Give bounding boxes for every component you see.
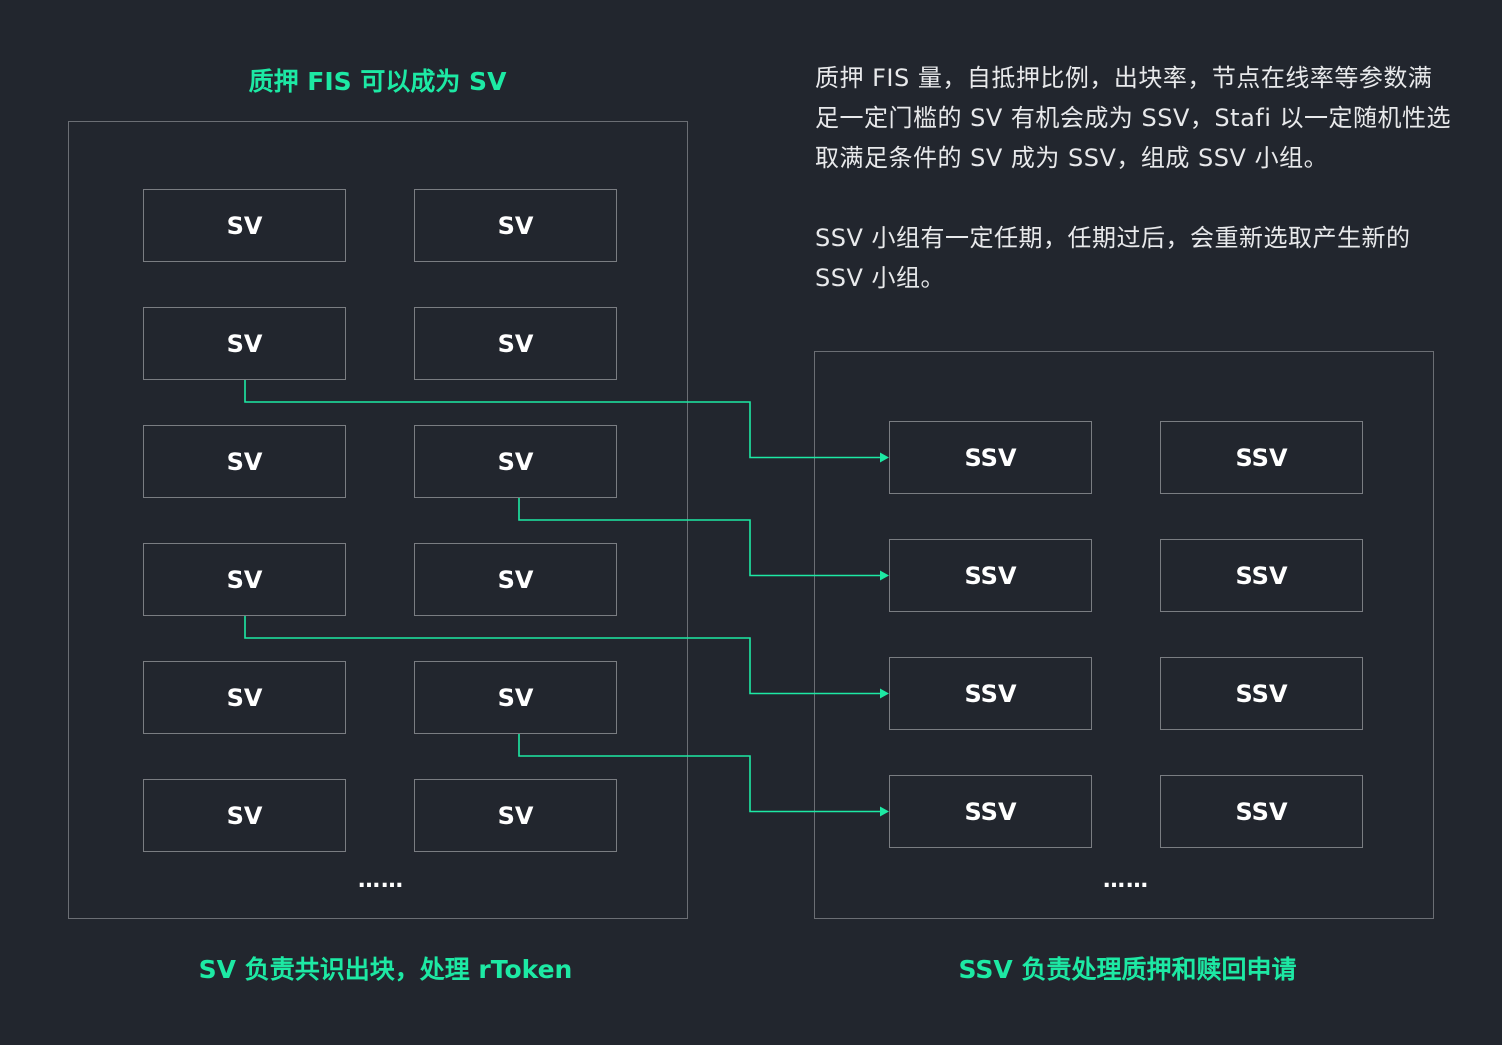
ssv-node: SSV <box>1160 539 1363 612</box>
sv-node: SV <box>414 543 617 616</box>
ssv-node: SSV <box>889 657 1092 730</box>
ssv-panel-caption: SSV 负责处理质押和赎回申请 <box>958 955 1297 984</box>
ssv-node: SSV <box>889 775 1092 848</box>
sv-node: SV <box>143 543 346 616</box>
sv-node: SV <box>414 307 617 380</box>
sv-panel-title: 质押 FIS 可以成为 SV <box>248 67 507 96</box>
sv-node: SV <box>414 779 617 852</box>
sv-panel-caption: SV 负责共识出块，处理 rToken <box>198 955 573 984</box>
sv-node: SV <box>414 425 617 498</box>
ssv-node: SSV <box>1160 775 1363 848</box>
sv-ellipsis: …… <box>358 868 404 893</box>
sv-node: SV <box>143 307 346 380</box>
ssv-ellipsis: …… <box>1103 868 1149 893</box>
sv-node: SV <box>414 661 617 734</box>
sv-node: SV <box>143 661 346 734</box>
description-paragraph-2: SSV 小组有一定任期，任期过后，会重新选取产生新的 SSV 小组。 <box>815 224 1411 292</box>
sv-node: SV <box>414 189 617 262</box>
ssv-node: SSV <box>889 421 1092 494</box>
ssv-node: SSV <box>1160 421 1363 494</box>
description-paragraph-1: 质押 FIS 量，自抵押比例，出块率，节点在线率等参数满足一定门槛的 SV 有机… <box>815 64 1452 172</box>
ssv-node: SSV <box>889 539 1092 612</box>
sv-node: SV <box>143 189 346 262</box>
sv-node: SV <box>143 779 346 852</box>
ssv-node: SSV <box>1160 657 1363 730</box>
sv-node: SV <box>143 425 346 498</box>
